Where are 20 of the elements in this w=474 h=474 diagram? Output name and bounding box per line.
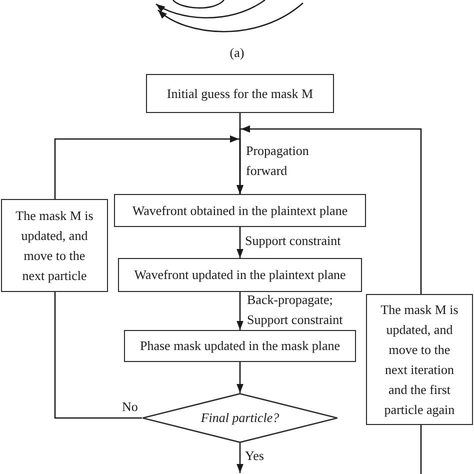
edge-label: Yes [245, 447, 265, 465]
panel-label: (a) [228, 44, 246, 62]
step-text: The mask M is updated, and move to the next particle [14, 206, 94, 285]
process-box [1, 199, 108, 292]
process-box [146, 74, 334, 113]
step-text: Wavefront obtained in the plaintext plane [132, 202, 348, 218]
edge-label: Support constraint [245, 232, 342, 250]
process-box [124, 330, 356, 362]
edge-label: No [122, 398, 139, 416]
process-box [366, 294, 473, 425]
edge-label: Propagation forward [246, 142, 310, 180]
process-box [118, 258, 362, 292]
decision-text: Final particle? [200, 410, 280, 426]
step-text: Wavefront updated in the plaintext plane [134, 267, 346, 283]
process-box [114, 194, 366, 227]
step-text: The mask M is updated, and move to the next iteration and the first particle again [380, 300, 460, 419]
step-text: Phase mask updated in the mask plane [140, 338, 340, 354]
edge-label: Back-propagate; Support constraint [247, 291, 344, 329]
step-text: Initial guess for the mask M [166, 86, 314, 102]
decision-diamond [142, 393, 338, 443]
